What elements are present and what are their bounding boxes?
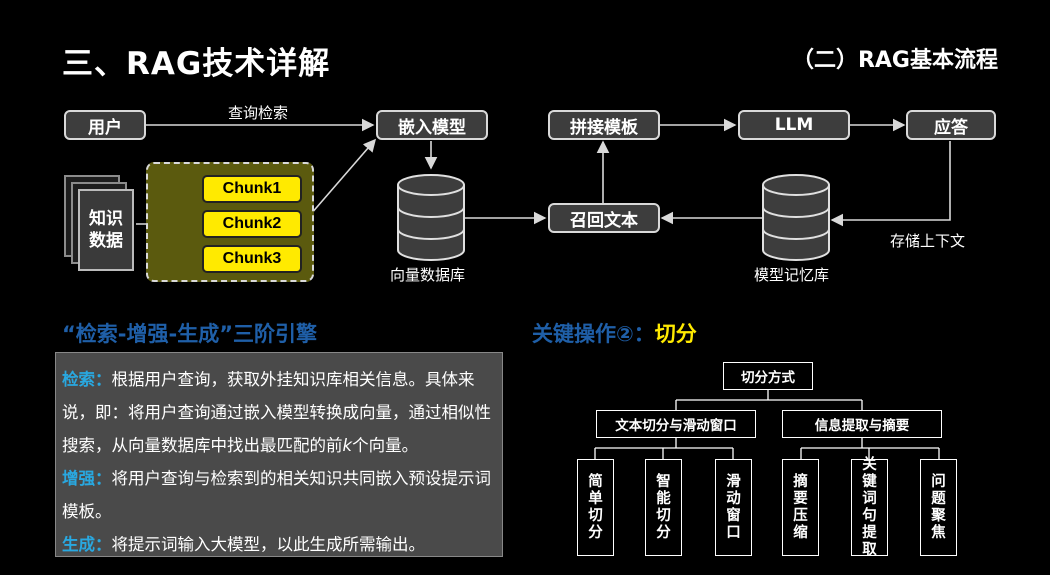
retrieve-keyword: 检索： — [62, 370, 112, 389]
tree-left-branch: 文本切分与滑动窗口 — [596, 410, 756, 438]
leaf-summary-compress: 摘要压缩 — [782, 459, 819, 556]
augment-keyword: 增强： — [62, 469, 112, 488]
leaf-keyword-extract: 关键词句提取 — [851, 456, 888, 558]
leaf-simple-cut-label: 简单切分 — [588, 473, 603, 541]
llm-node: LLM — [738, 110, 850, 140]
engine-title: “检索-增强-生成”三阶引擎 — [62, 322, 318, 346]
tree-root: 切分方式 — [723, 362, 813, 390]
leaf-simple-cut: 简单切分 — [577, 459, 614, 556]
leaf-smart-cut: 智能切分 — [645, 459, 682, 556]
augment-text: 将用户查询与检索到的相关知识共同嵌入预设提示词模板。 — [62, 469, 491, 521]
knowledge-data-label: 知识数据 — [89, 209, 123, 251]
chunk-3: Chunk3 — [202, 245, 302, 273]
splice-template-node: 拼接模板 — [548, 110, 660, 140]
leaf-keyword-extract-label: 关键词句提取 — [862, 456, 877, 558]
engine-description: 检索：根据用户查询，获取外挂知识库相关信息。具体来说，即：将用户查询通过嵌入模型… — [55, 352, 503, 557]
leaf-question-focus-label: 问题聚焦 — [931, 473, 946, 541]
answer-node: 应答 — [906, 110, 996, 140]
recall-text-node: 召回文本 — [548, 203, 660, 233]
knowledge-data: 知识数据 — [78, 189, 134, 271]
tree-right-branch: 信息提取与摘要 — [782, 410, 942, 438]
embed-model-node: 嵌入模型 — [376, 110, 488, 140]
chunk-2: Chunk2 — [202, 210, 302, 238]
retrieve-text-end: 个向量。 — [352, 436, 419, 455]
chunk-1: Chunk1 — [202, 175, 302, 203]
retrieve-text: 根据用户查询，获取外挂知识库相关信息。具体来说，即：将用户查询通过嵌入模型转换成… — [62, 370, 491, 455]
arrow-chunk-to-embed — [303, 138, 377, 223]
leaf-smart-cut-label: 智能切分 — [656, 473, 671, 541]
generate-text: 将提示词输入大模型，以此生成所需输出。 — [111, 535, 426, 554]
model-memory-label: 模型记忆库 — [754, 266, 830, 284]
vector-db-label: 向量数据库 — [390, 266, 466, 284]
key-op-title-a: 关键操作②： — [532, 322, 655, 346]
store-context-label: 存储上下文 — [890, 232, 966, 250]
generate-keyword: 生成： — [62, 535, 112, 554]
model-memory-cylinder — [762, 174, 830, 261]
leaf-summary-compress-label: 摘要压缩 — [793, 473, 808, 541]
leaf-question-focus: 问题聚焦 — [920, 459, 957, 556]
page-title: 三、RAG技术详解 — [62, 46, 331, 82]
vector-db-cylinder — [397, 174, 465, 261]
leaf-sliding-window-label: 滑动窗口 — [726, 473, 741, 541]
query-label: 查询检索 — [228, 104, 289, 122]
arrow-answer-to-memory — [830, 141, 951, 227]
retrieve-k: k — [342, 436, 353, 455]
key-op-title-b: 切分 — [654, 322, 697, 346]
key-op-title: 关键操作②：切分 — [532, 318, 697, 348]
user-node: 用户 — [64, 110, 146, 140]
leaf-sliding-window: 滑动窗口 — [715, 459, 752, 556]
page-subtitle: （二）RAG基本流程 — [791, 48, 998, 73]
